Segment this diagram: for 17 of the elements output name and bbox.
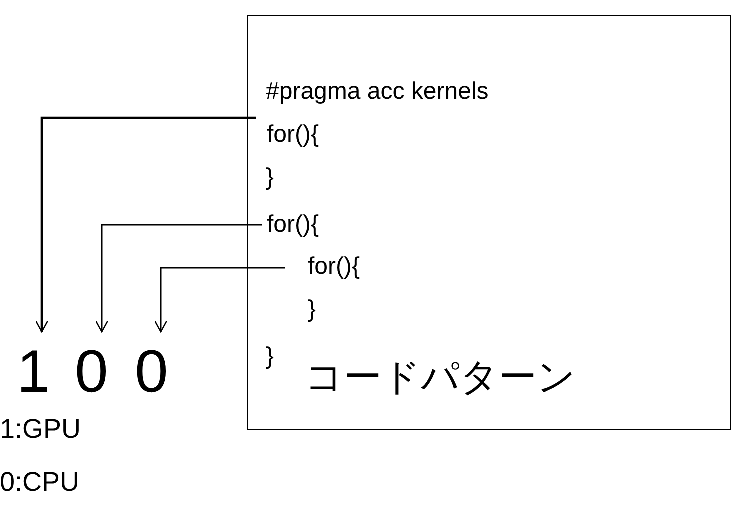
code-line-text: #pragma acc kernels [266,77,489,107]
arrow [35,116,256,333]
code-line-text: for(){ [285,252,385,282]
code-line-text: } [266,342,274,372]
code-line-text: } [308,295,316,325]
code-line-text: for(){ [262,210,352,240]
arrow [154,267,285,333]
code-line-text: 0 [75,332,107,408]
box-title: コードパターン [305,354,576,400]
legend-text: 0:CPU [0,466,80,498]
code-line-text: } [266,163,274,193]
legend-text: 1:GPU [0,413,82,445]
code-line-text: for(){ [256,120,346,150]
code-line-text: 1 [17,332,47,408]
code-line-text: 0 [135,332,167,408]
code-pattern-box [247,15,731,430]
arrow [95,224,262,333]
